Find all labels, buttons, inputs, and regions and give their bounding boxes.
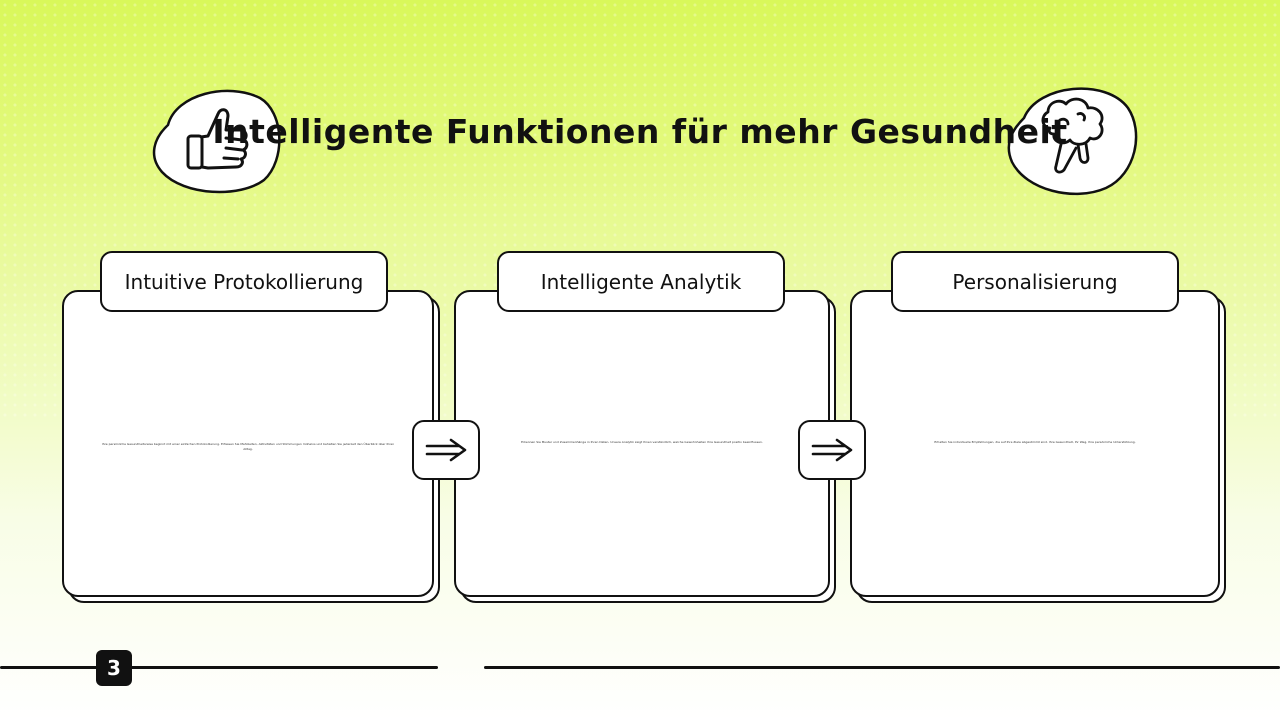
footer-rule-left	[0, 666, 438, 669]
card-body-text: Erhalten Sie individuelle Empfehlungen, …	[934, 440, 1136, 444]
card-tab-label: Intuitive Protokollierung	[100, 251, 388, 312]
card-intelligente-analytik: Erkennen Sie Muster und Zusammenhänge in…	[454, 290, 830, 597]
card-body-text: Ihre persönliche Gesundheitsreise beginn…	[101, 442, 395, 451]
card-intuitive-protokollierung: Ihre persönliche Gesundheitsreise beginn…	[62, 290, 434, 597]
broccoli-icon	[1002, 78, 1142, 198]
arrow-right-icon	[798, 420, 866, 480]
card-tab-label: Intelligente Analytik	[497, 251, 785, 312]
page-number: 3	[96, 650, 132, 686]
card-tab-label: Personalisierung	[891, 251, 1179, 312]
arrow-right-icon	[412, 420, 480, 480]
footer-rule-right	[484, 666, 1280, 669]
card-personalisierung: Erhalten Sie individuelle Empfehlungen, …	[850, 290, 1220, 597]
slide-title: Intelligente Funktionen für mehr Gesundh…	[212, 112, 1068, 151]
thumbs-up-icon	[148, 80, 284, 196]
card-body-text: Erkennen Sie Muster und Zusammenhänge in…	[521, 440, 763, 444]
